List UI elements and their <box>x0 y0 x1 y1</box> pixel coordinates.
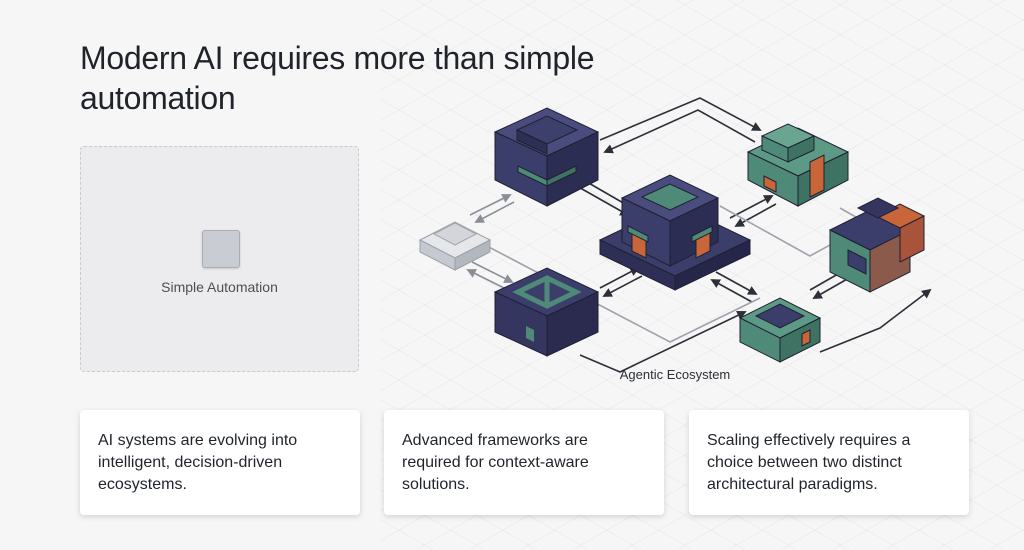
mixed-block-right <box>828 197 926 293</box>
link-cross-to-gray <box>466 269 509 291</box>
link-small-to-mixed-long <box>819 288 932 353</box>
link-center-to-cross <box>602 275 643 297</box>
link-green-to-top <box>603 109 756 154</box>
link-small-to-center <box>710 279 753 303</box>
gray-block <box>418 221 492 271</box>
simple-automation-label: Simple Automation <box>161 279 278 295</box>
info-card-2-text: Advanced frameworks are required for con… <box>402 432 589 493</box>
link-green-to-center <box>734 203 777 227</box>
agentic-ecosystem-label: Agentic Ecosystem <box>619 367 731 382</box>
info-card-2: Advanced frameworks are required for con… <box>384 410 664 515</box>
link-mixed-to-small <box>812 277 850 299</box>
simple-automation-panel: Simple Automation <box>80 146 359 372</box>
connection-lines <box>466 97 932 373</box>
info-card-1: AI systems are evolving into intelligent… <box>80 410 360 515</box>
page-title: Modern AI requires more than simple auto… <box>80 40 595 116</box>
info-card-1-text: AI systems are evolving into intelligent… <box>98 432 298 493</box>
navy-block-center <box>598 174 752 291</box>
info-card-3-text: Scaling effectively requires a choice be… <box>707 432 911 493</box>
link-center-to-green <box>729 195 774 219</box>
link-top-center-a <box>574 184 630 216</box>
link-gray-to-cross <box>471 261 514 283</box>
link-gray-to-top <box>469 194 512 216</box>
navy-block-cross <box>493 267 600 357</box>
info-card-3: Scaling effectively requires a choice be… <box>689 410 969 515</box>
link-cross-to-center <box>599 267 640 289</box>
link-top-to-gray <box>474 201 515 223</box>
link-top-to-green <box>599 97 762 141</box>
navy-block-top <box>493 107 600 207</box>
simple-automation-block-icon <box>202 230 240 268</box>
link-center-to-small <box>715 271 758 295</box>
green-block-top-right <box>746 123 850 207</box>
link-cross-to-small <box>579 310 747 373</box>
green-block-small <box>738 297 822 363</box>
agentic-ecosystem-diagram <box>418 97 932 373</box>
